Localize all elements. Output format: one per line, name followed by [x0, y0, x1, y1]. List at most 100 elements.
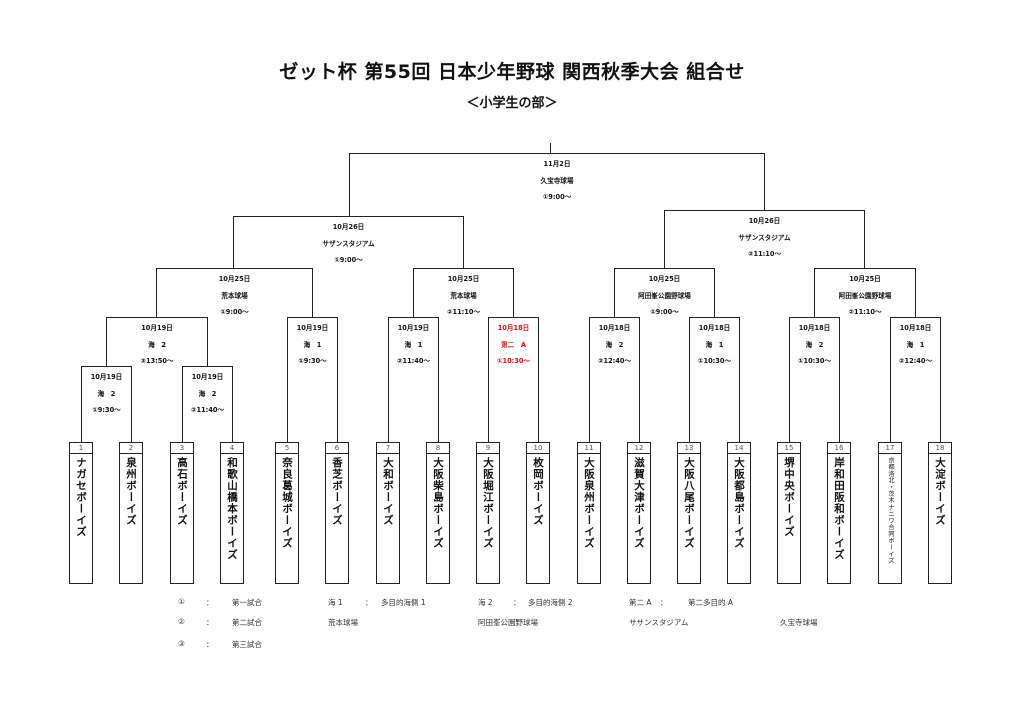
match-bracket: 10月18日 海 1 ②12:40～ [890, 317, 941, 442]
match-time: ②11:40～ [396, 357, 431, 365]
team-slot: 17 京都洛北・茨木ナニワ合同ボーイズ [878, 442, 902, 584]
team-slot: 7 大和ボーイズ [376, 442, 400, 584]
team-name: 奈良葛城ボーイズ [281, 457, 293, 549]
match-venue: 海 2 [148, 340, 166, 349]
match-time: ①10:30～ [697, 357, 732, 365]
team-name: 大阪泉州ボーイズ [583, 457, 595, 549]
match-date: 10月18日 [598, 324, 631, 332]
team-slot: 5 奈良葛城ボーイズ [275, 442, 299, 584]
match-bracket: 10月19日 海 1 ①9:30～ [287, 317, 338, 442]
team-slot: 2 泉州ボーイズ [119, 442, 143, 584]
match-venue: 荒本球場 [221, 291, 248, 300]
match-bracket: 10月25日 阿田峯公園野球場 ②11:10～ [814, 268, 916, 317]
match-date: 11月2日 [543, 160, 571, 168]
match-bracket: 10月18日 海 1 ①10:30～ [689, 317, 740, 442]
team-name: ナガセボーイズ [75, 457, 87, 538]
legend-item: ② [178, 617, 185, 626]
team-number: 14 [728, 443, 750, 454]
team-name: 和歌山橋本ボーイズ [226, 457, 238, 561]
match-venue: 海 1 [303, 340, 322, 349]
match-bracket: 10月25日 荒本球場 ②11:10～ [413, 268, 514, 317]
legend-item: 第三試合 [232, 640, 262, 649]
match-time: ②11:40～ [190, 406, 225, 414]
legend-item: ： [206, 598, 214, 607]
team-number: 7 [377, 443, 399, 454]
team-name: 大阪柴島ボーイズ [432, 457, 444, 549]
team-slot: 15 堺中央ボーイズ [777, 442, 801, 584]
match-bracket: 10月26日 サザンスタジアム ①9:00～ [233, 216, 464, 268]
team-number: 4 [221, 443, 243, 454]
match-time: ②12:40～ [597, 357, 632, 365]
legend-item: 多目的海側 1 [381, 598, 426, 607]
match-time: ②12:40～ [898, 357, 933, 365]
team-slot: 11 大阪泉州ボーイズ [577, 442, 601, 584]
match-venue: 海 1 [906, 340, 925, 349]
match-bracket: 10月18日 海 2 ②12:40～ [589, 317, 640, 442]
team-number: 16 [828, 443, 850, 454]
team-slot: 14 大阪都島ボーイズ [727, 442, 751, 584]
team-name: 大阪都島ボーイズ [733, 457, 745, 549]
team-number: 12 [628, 443, 650, 454]
match-date: 10月19日 [141, 324, 173, 332]
team-name: 高石ボーイズ [176, 457, 188, 526]
match-date: 10月18日 [798, 324, 831, 332]
team-name: 大和ボーイズ [382, 457, 394, 526]
team-slot: 12 滋賀大津ボーイズ [627, 442, 651, 584]
match-bracket: 10月19日 海 2 ①9:30～ [81, 366, 132, 442]
team-name: 泉州ボーイズ [125, 457, 137, 526]
page-title: ゼット杯 第55回 日本少年野球 関西秋季大会 組合せ [279, 61, 745, 83]
team-name: 堺中央ボーイズ [783, 457, 795, 538]
match-time: ①9:00～ [220, 308, 249, 316]
team-name: 枚岡ボーイズ [532, 457, 544, 526]
legend-item: 多目的海側 2 [528, 598, 573, 607]
team-number: 3 [171, 443, 193, 454]
team-number: 13 [678, 443, 700, 454]
match-time: ②11:10～ [747, 250, 782, 258]
match-date: 10月18日 [497, 324, 530, 332]
team-name: 大淀ボーイズ [934, 457, 946, 526]
match-bracket: 10月25日 荒本球場 ①9:00～ [156, 268, 313, 317]
legend-item: ： [365, 598, 373, 607]
match-bracket: 10月19日 海 2 ②11:40～ [182, 366, 233, 442]
match-date: 10月25日 [648, 275, 681, 283]
match-bracket: 10月19日 海 1 ②11:40～ [388, 317, 439, 442]
legend-item: ③ [178, 639, 185, 648]
match-date: 10月18日 [899, 324, 932, 332]
team-number: 6 [326, 443, 348, 454]
team-number: 5 [276, 443, 298, 454]
team-slot: 10 枚岡ボーイズ [526, 442, 550, 584]
match-date: 10月25日 [849, 275, 881, 283]
legend-item: 久宝寺球場 [780, 618, 818, 627]
match-venue: 第二 A [501, 340, 526, 349]
team-number: 8 [427, 443, 449, 454]
legend-item: ササンスタジアム [629, 618, 689, 627]
match-bracket: 10月18日 第二 A ①10:30～ [488, 317, 539, 442]
team-slot: 18 大淀ボーイズ [928, 442, 952, 584]
legend-item: ① [178, 597, 185, 606]
legend-item: 阿田峯公園野球場 [478, 618, 538, 627]
match-venue: サザンスタジアム [322, 239, 375, 248]
match-venue: 荒本球場 [450, 291, 477, 300]
match-date: 10月26日 [748, 217, 781, 225]
match-venue: 海 2 [198, 389, 217, 398]
team-name: 滋賀大津ボーイズ [633, 457, 645, 549]
team-slot: 16 岸和田阪和ボーイズ [827, 442, 851, 584]
match-date: 10月19日 [90, 373, 123, 381]
match-bracket: 11月2日 久宝寺球場 ①9:00～ [349, 153, 765, 210]
legend-item: 第二試合 [232, 618, 262, 627]
legend-item: 第二多目的 A [688, 598, 734, 607]
match-date: 10月19日 [397, 324, 430, 332]
team-slot: 6 香芝ボーイズ [325, 442, 349, 584]
team-slot: 4 和歌山橋本ボーイズ [220, 442, 244, 584]
team-name: 大阪堀江ボーイズ [482, 457, 494, 549]
legend-item: ： [206, 640, 214, 649]
match-venue: サザンスタジアム [738, 233, 791, 242]
match-time: ①9:00～ [334, 256, 363, 264]
match-venue: 海 1 [404, 340, 423, 349]
match-time: ①9:00～ [542, 193, 572, 201]
bracket-line [550, 143, 551, 153]
legend-item: ： [660, 598, 668, 607]
legend-item: 第一試合 [232, 598, 262, 607]
team-number: 10 [527, 443, 549, 454]
match-time: ③13:50～ [140, 357, 174, 365]
